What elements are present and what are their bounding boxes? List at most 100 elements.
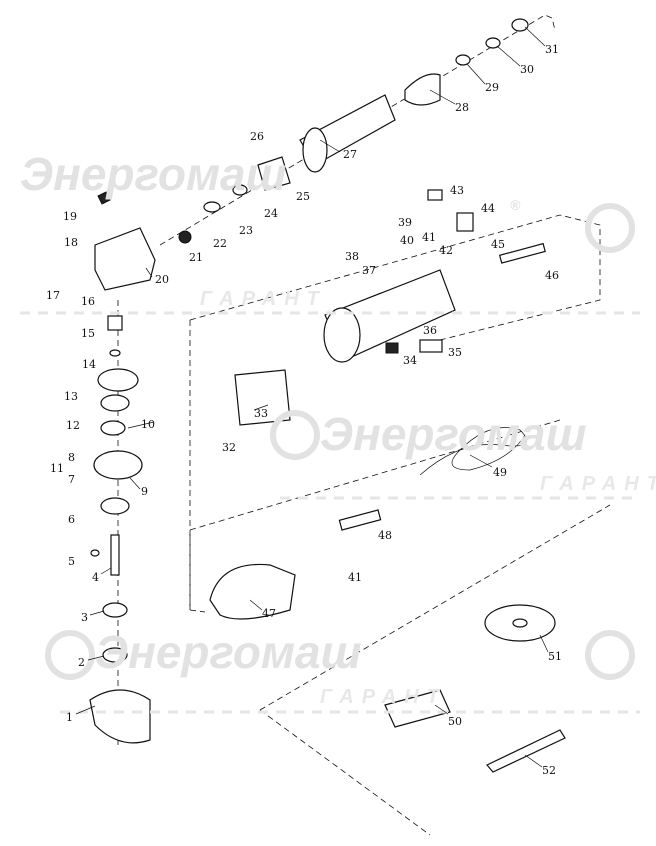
part-label-41-screw: 41 (348, 571, 362, 584)
part-label-25: 25 (296, 190, 310, 203)
gear (97, 368, 139, 392)
part-label-35: 35 (448, 346, 462, 359)
part-label-17: 17 (46, 289, 60, 302)
leader-lines (75, 26, 549, 768)
bearing-plate (257, 156, 291, 191)
bearing-front (203, 201, 221, 213)
part-label-36: 36 (423, 324, 437, 337)
part-label-41: 41 (422, 231, 436, 244)
part-label-26: 26 (250, 130, 264, 143)
side-handle (384, 689, 451, 728)
part-label-16: 16 (81, 295, 95, 308)
part-label-47: 47 (262, 607, 276, 620)
part-label-2: 2 (78, 656, 85, 669)
switch (456, 212, 474, 232)
part-label-23: 23 (239, 224, 253, 237)
part-label-31: 31 (545, 43, 559, 56)
part-labels: 1 2 3 4 5 6 7 8 9 10 11 12 13 14 15 16 1… (46, 43, 562, 777)
stator (234, 369, 291, 426)
part-label-34: 34 (403, 354, 417, 367)
part-label-12: 12 (66, 419, 80, 432)
part-label-5: 5 (68, 555, 75, 568)
capacitor (427, 189, 443, 201)
part-label-52: 52 (542, 764, 556, 777)
o-ring (100, 394, 130, 412)
pinion (178, 230, 192, 244)
watermark-brand: Энергомаш (320, 408, 587, 460)
part-label-45: 45 (491, 238, 505, 251)
part-label-49: 49 (493, 466, 507, 479)
part-label-10: 10 (141, 418, 155, 431)
part-label-22: 22 (213, 237, 227, 250)
power-cord (419, 427, 527, 476)
spindle-lock-button (97, 191, 111, 205)
baffle-plate (404, 73, 441, 106)
inner-flange (102, 602, 128, 618)
part-label-6: 6 (68, 513, 75, 526)
part-label-15: 15 (81, 327, 95, 340)
part-label-32: 32 (222, 441, 236, 454)
watermark-sub: ГАРАНТ (320, 686, 447, 708)
watermark: Энергомаш ® ГАРАНТ Энергомаш ГАРАНТ Энер… (20, 148, 656, 714)
part-label-50: 50 (448, 715, 462, 728)
watermark-sub: ГАРАНТ (200, 288, 327, 310)
part-label-19: 19 (63, 210, 77, 223)
housing-front (323, 307, 361, 363)
part-label-18: 18 (64, 236, 78, 249)
outer-flange-nut (102, 647, 128, 663)
part-label-27: 27 (343, 148, 357, 161)
gear-housing (94, 227, 156, 291)
watermark-brand: Энергомаш (20, 148, 287, 200)
part-label-20: 20 (155, 273, 169, 286)
spanner (486, 729, 566, 773)
key (90, 549, 100, 557)
part-label-28: 28 (455, 101, 469, 114)
bearing-small (100, 420, 126, 436)
part-label-11: 11 (50, 462, 64, 475)
watermark-reg: ® (510, 197, 521, 213)
bearing (100, 497, 130, 515)
bearing-cover (93, 450, 143, 480)
part-label-21: 21 (189, 251, 203, 264)
part-label-30: 30 (520, 63, 534, 76)
part-label-8: 8 (68, 451, 75, 464)
part-label-43: 43 (450, 184, 464, 197)
part-label-51: 51 (548, 650, 562, 663)
cable-sleeve (338, 509, 382, 531)
watermark-sub: ГАРАНТ (540, 473, 656, 495)
parts-drawings (89, 18, 566, 773)
part-label-4: 4 (92, 571, 99, 584)
label-plate (419, 339, 443, 353)
wheel-guard (89, 689, 151, 744)
part-label-40: 40 (400, 234, 414, 247)
washer (232, 184, 248, 196)
part-label-39: 39 (398, 216, 412, 229)
switch-rod (498, 242, 546, 264)
part-label-24: 24 (264, 207, 278, 220)
part-label-37: 37 (362, 264, 376, 277)
brush-cover (385, 342, 399, 354)
rear-handle (209, 563, 296, 620)
needle-bearing (107, 315, 123, 331)
spindle (110, 534, 120, 576)
part-label-46: 46 (545, 269, 559, 282)
part-label-29: 29 (485, 81, 499, 94)
part-label-7: 7 (68, 473, 75, 486)
bearing-sleeve (511, 18, 529, 32)
circlip (109, 349, 121, 357)
part-label-33: 33 (254, 407, 268, 420)
fan (302, 127, 328, 173)
washer-rear (455, 54, 471, 66)
part-label-42: 42 (439, 244, 453, 257)
part-label-1: 1 (66, 711, 73, 724)
part-label-48: 48 (378, 529, 392, 542)
watermark-brand: Энергомаш (95, 626, 362, 678)
part-label-9: 9 (141, 485, 148, 498)
part-label-38: 38 (345, 250, 359, 263)
part-label-3: 3 (81, 611, 88, 624)
part-label-13: 13 (64, 390, 78, 403)
part-label-14: 14 (82, 358, 96, 371)
bearing-rear (485, 37, 501, 49)
